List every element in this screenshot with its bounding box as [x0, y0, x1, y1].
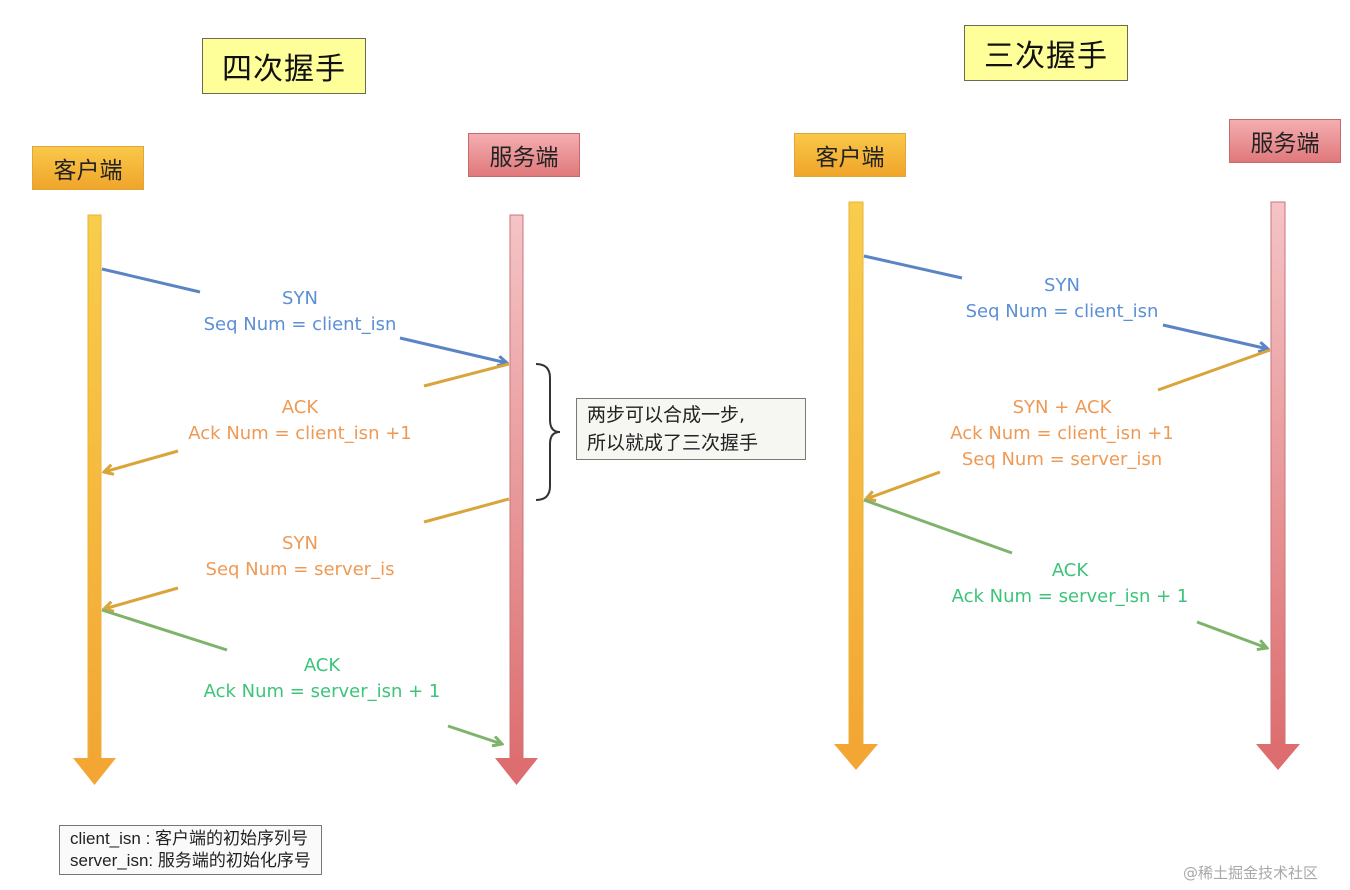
message-line: Ack Num = server_isn + 1: [203, 681, 441, 702]
note-line: 两步可以合成一步,: [587, 404, 746, 426]
message-line: Seq Num = server_is: [205, 559, 395, 580]
left-syn-label: SYN Seq Num = client_isn: [204, 286, 397, 338]
watermark: @稀土掘金技术社区: [1183, 864, 1319, 882]
message-line: Seq Num = client_isn: [965, 301, 1159, 322]
isn-legend: client_isn : 客户端的初始序列号 server_isn: 服务端的初…: [59, 825, 322, 875]
message-line: SYN + ACK: [1012, 397, 1112, 418]
left-syn-arrow: [101, 267, 507, 363]
right-server-lifeline: [1256, 201, 1300, 770]
merge-note: 两步可以合成一步, 所以就成了三次握手: [576, 398, 806, 460]
message-line: Ack Num = server_isn + 1: [951, 586, 1189, 607]
legend-line: client_isn : 客户端的初始序列号: [70, 829, 309, 848]
message-line: ACK: [281, 397, 319, 418]
three-way-handshake-title: 三次握手: [964, 25, 1128, 81]
message-line: ACK: [1051, 560, 1089, 581]
right-ack-label: ACK Ack Num = server_isn + 1: [952, 558, 1189, 610]
left-ack-arrow: [104, 362, 510, 472]
left-client-lifeline: [73, 214, 116, 785]
left-client-label: 客户端: [32, 146, 144, 190]
message-line: SYN: [282, 533, 318, 554]
right-syn-label: SYN Seq Num = client_isn: [966, 273, 1159, 325]
legend-line: server_isn: 服务端的初始化序号: [70, 851, 311, 870]
four-way-handshake-title: 四次握手: [202, 38, 366, 94]
left-final-ack-arrow: [101, 608, 502, 744]
left-final-ack-label: ACK Ack Num = server_isn + 1: [204, 653, 441, 705]
right-server-label: 服务端: [1229, 119, 1341, 163]
right-syn-arrow: [863, 254, 1268, 349]
message-line: SYN: [1044, 275, 1080, 296]
merge-brace: [535, 363, 561, 501]
message-line: Seq Num = client_isn: [203, 314, 397, 335]
note-line: 所以就成了三次握手: [587, 432, 759, 454]
message-line: ACK: [303, 655, 341, 676]
left-server-label: 服务端: [468, 133, 580, 177]
right-client-lifeline: [834, 201, 878, 770]
left-server-syn-arrow: [104, 497, 510, 609]
left-ack-label: ACK Ack Num = client_isn +1: [188, 395, 411, 447]
message-line: Ack Num = client_isn +1: [188, 423, 412, 444]
right-client-label: 客户端: [794, 133, 906, 177]
message-line: Seq Num = server_isn: [961, 449, 1163, 470]
right-syn-ack-arrow: [866, 348, 1271, 499]
right-ack-arrow: [863, 498, 1267, 648]
left-server-syn-label: SYN Seq Num = server_is: [206, 531, 395, 583]
right-syn-ack-label: SYN + ACK Ack Num = client_isn +1 Seq Nu…: [950, 395, 1173, 473]
left-server-lifeline: [495, 214, 538, 785]
message-line: Ack Num = client_isn +1: [950, 423, 1174, 444]
message-line: SYN: [282, 288, 318, 309]
